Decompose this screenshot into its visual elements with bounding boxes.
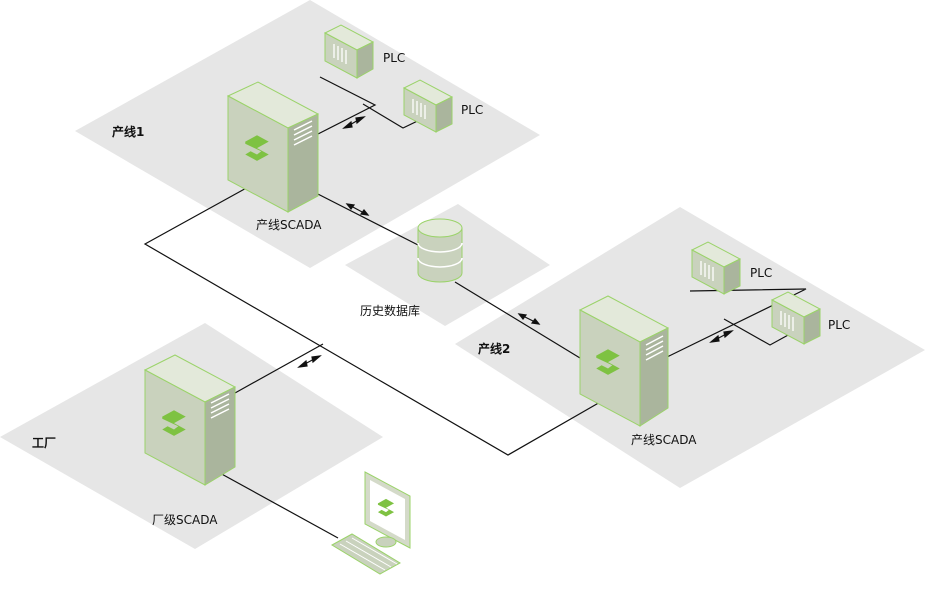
link-scada1-scada2 [143, 185, 603, 456]
node-label-plc-1a: PLC [383, 51, 406, 65]
server-icon[interactable] [143, 354, 237, 486]
node-label-line1-scada: 产线SCADA [256, 218, 322, 232]
keyboard-icon[interactable] [330, 533, 402, 575]
zone-label-line1: 产线1 [112, 125, 145, 139]
connections [143, 76, 807, 539]
flow-arrow-icon [342, 116, 366, 129]
monitor-icon[interactable] [364, 471, 411, 549]
flow-arrow-icon [709, 330, 734, 343]
node-label-plc-1b: PLC [461, 103, 484, 117]
zone-label-line2: 产线2 [478, 342, 511, 356]
plc-icon[interactable] [690, 241, 742, 295]
plc-icon[interactable] [770, 291, 822, 345]
plc-icon[interactable] [323, 24, 375, 79]
link-plc1a-scada1 [317, 76, 377, 135]
plc-icon[interactable] [402, 79, 454, 133]
link-factory-trunk [234, 343, 324, 394]
link-plc2b-scada2 [723, 318, 791, 346]
node-label-plc-2a: PLC [750, 266, 773, 280]
node-label-line2-scada: 产线SCADA [631, 433, 697, 447]
zone-label-factory: 工厂 [32, 436, 57, 450]
flow-arrow-icon [345, 203, 370, 216]
server-icon[interactable] [226, 81, 320, 213]
node-label-plc-2b: PLC [828, 318, 851, 332]
node-label-factory-scada: 厂级SCADA [152, 513, 218, 527]
node-label-historian: 历史数据库 [360, 304, 421, 318]
link-scada1-historian [309, 189, 421, 247]
server-icon[interactable] [578, 295, 670, 427]
link-factory-workstation [217, 471, 339, 539]
flow-arrow-icon [297, 355, 322, 368]
link-historian-scada2 [454, 281, 581, 359]
flow-arrows [297, 116, 734, 368]
flow-arrow-icon [517, 313, 541, 325]
database-icon[interactable] [417, 218, 463, 283]
